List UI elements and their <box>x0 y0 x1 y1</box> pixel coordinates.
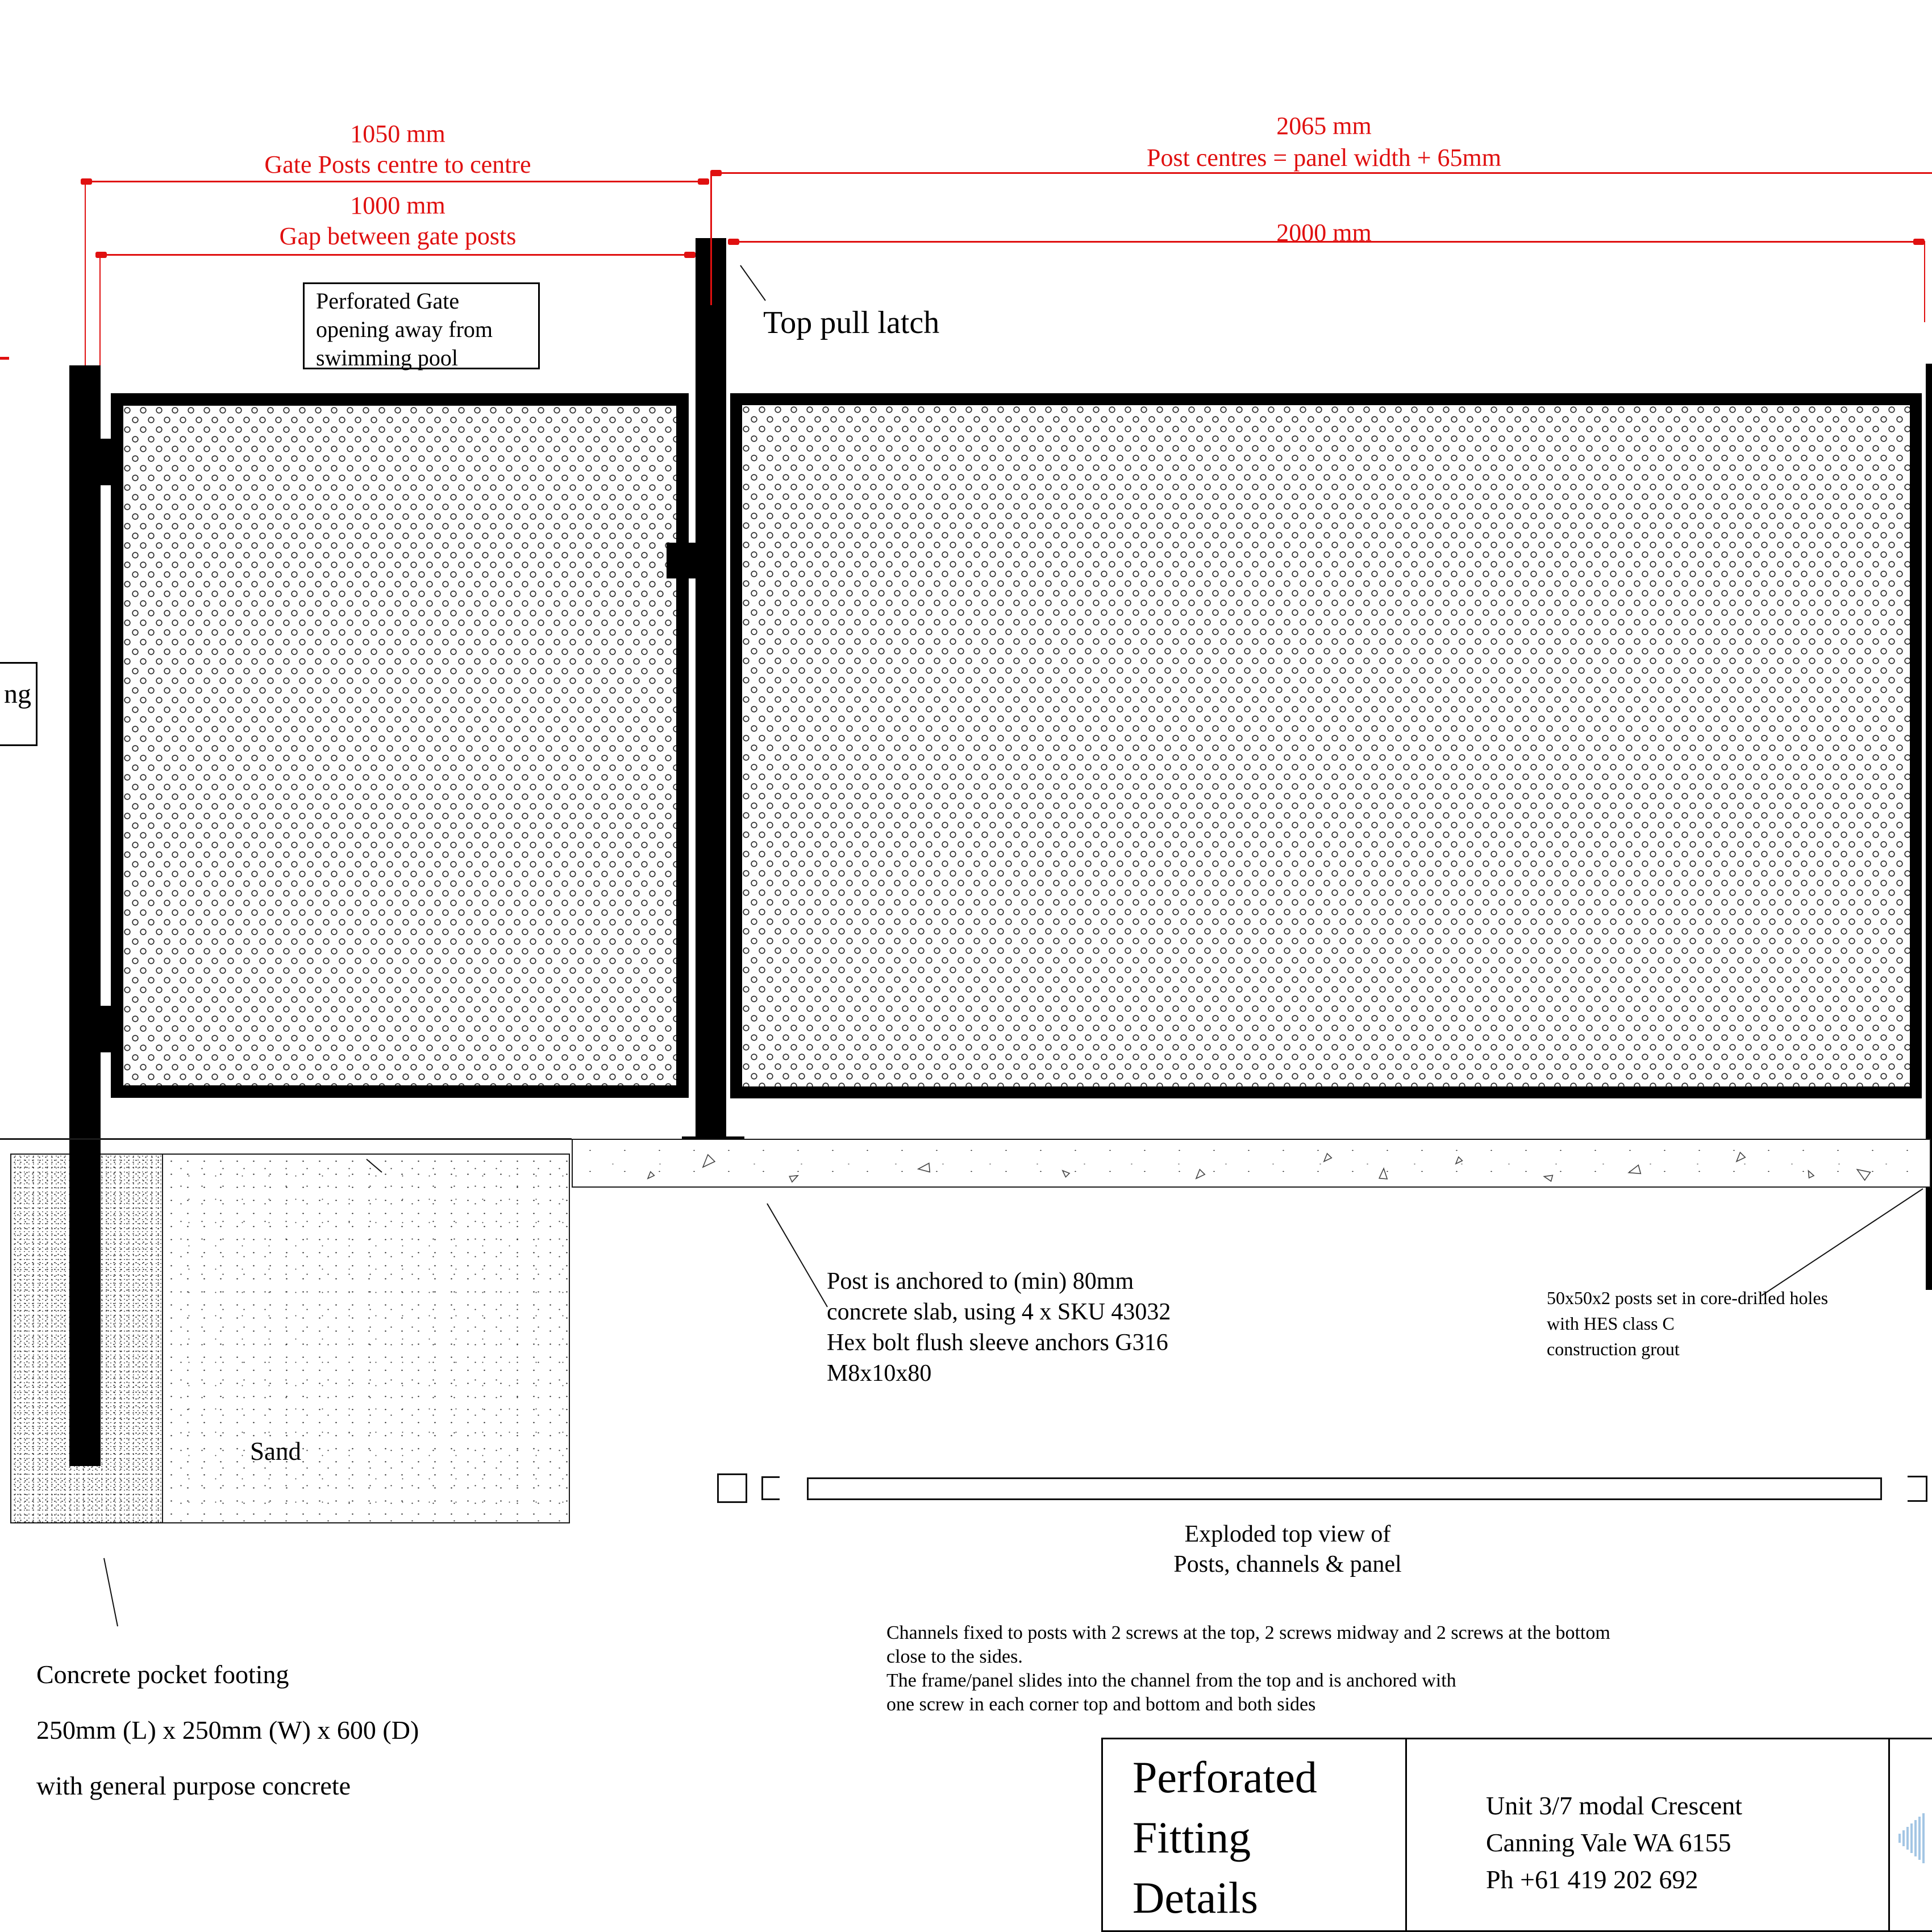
dim-line-1000 <box>100 254 696 256</box>
title-line1: Perforated <box>1132 1752 1317 1802</box>
address-line1: Unit 3/7 modal Crescent <box>1486 1791 1742 1820</box>
logo-fan-icon <box>1898 1812 1932 1864</box>
top-pull-latch-label: Top pull latch <box>763 305 940 340</box>
extension-line <box>85 181 86 365</box>
extension-line <box>1924 241 1925 322</box>
title-line2: Fitting <box>1132 1813 1251 1862</box>
dim-2065-value: 2065 mm <box>1276 112 1372 140</box>
dim-arrow <box>684 252 696 258</box>
cut-label-text: ng <box>4 679 31 709</box>
title-line3: Details <box>1132 1873 1258 1922</box>
core-drilled-line1: 50x50x2 posts set in core-drilled holes <box>1547 1288 1829 1308</box>
topview-panel-bar <box>807 1477 1882 1500</box>
company-address: Unit 3/7 modal Crescent Canning Vale WA … <box>1486 1787 1742 1898</box>
dim-1050-label: Gate Posts centre to centre <box>264 151 531 178</box>
post-anchor-line4: M8x10x80 <box>827 1360 932 1386</box>
dim-1000-value: 1000 mm <box>350 191 445 219</box>
dim-1050-value: 1050 mm <box>350 120 445 148</box>
footing-note-line1: Concrete pocket footing <box>36 1660 289 1689</box>
channels-note-line4: one screw in each corner top and bottom … <box>886 1694 1316 1715</box>
gate-perforated-panel <box>123 406 676 1085</box>
latch-post <box>696 238 726 1138</box>
address-line3: Ph +61 419 202 692 <box>1486 1865 1698 1894</box>
dim-arrow <box>1913 239 1925 245</box>
post-anchor-note: Post is anchored to (min) 80mm concrete … <box>827 1266 1171 1389</box>
dim-arrow <box>698 178 709 185</box>
channels-note-line2: close to the sides. <box>886 1646 1023 1667</box>
dim-line-2065 <box>712 172 1932 174</box>
dim-2000-value: 2000 mm <box>1276 219 1372 247</box>
address-line2: Canning Vale WA 6155 <box>1486 1828 1731 1857</box>
footing-note-line3: with general purpose concrete <box>36 1771 351 1800</box>
title-block-divider-2 <box>1888 1739 1890 1932</box>
right-end-post <box>1926 364 1932 1290</box>
sand-label: Sand <box>250 1437 301 1465</box>
latch-leader-line <box>740 265 766 301</box>
sand-area <box>163 1155 569 1522</box>
red-tick <box>0 357 9 360</box>
topview-channel-left <box>761 1476 780 1500</box>
post-anchor-line2: concrete slab, using 4 x SKU 43032 <box>827 1299 1171 1325</box>
concrete-slab <box>572 1139 1931 1188</box>
left-gate-post-embedded <box>69 1154 101 1466</box>
dim-arrow <box>95 252 107 258</box>
extension-line <box>710 172 712 305</box>
gate-frame <box>111 393 689 1098</box>
latch-block <box>667 543 699 578</box>
core-drilled-leader-line <box>1761 1188 1923 1296</box>
exploded-view-line1: Exploded top view of <box>1184 1521 1391 1547</box>
topview-post-square <box>717 1473 747 1503</box>
core-drilled-note: 50x50x2 posts set in core-drilled holes … <box>1547 1285 1828 1362</box>
anchor-leader-line <box>767 1203 828 1308</box>
footing-leader-line <box>103 1558 118 1627</box>
title-block: Perforated Fitting Details Unit 3/7 moda… <box>1101 1738 1932 1932</box>
drawing-title: Perforated Fitting Details <box>1132 1747 1317 1928</box>
dim-arrow <box>710 170 722 176</box>
topview-channel-right <box>1908 1476 1927 1502</box>
title-block-divider-1 <box>1405 1739 1407 1932</box>
dim-line-1050 <box>85 181 709 182</box>
cut-label-box: ng <box>0 662 38 746</box>
post-anchor-line3: Hex bolt flush sleeve anchors G316 <box>827 1330 1168 1356</box>
core-drilled-line3: construction grout <box>1547 1339 1680 1359</box>
channels-note-line3: The frame/panel slides into the channel … <box>886 1670 1456 1691</box>
dim-line-2000 <box>730 241 1925 243</box>
ground-line <box>0 1138 572 1140</box>
dim-2065-label: Post centres = panel width + 65mm <box>1147 144 1501 172</box>
extension-line <box>99 254 101 365</box>
post-anchor-line1: Post is anchored to (min) 80mm <box>827 1268 1134 1294</box>
dim-arrow <box>81 178 92 185</box>
channels-note-line1: Channels fixed to posts with 2 screws at… <box>886 1622 1610 1643</box>
exploded-view-line2: Posts, channels & panel <box>1173 1551 1402 1577</box>
fence-frame <box>730 393 1922 1098</box>
gate-note-line3: swimming pool <box>316 345 459 370</box>
gate-note-line2: opening away from <box>316 317 493 342</box>
dim-arrow <box>728 239 739 245</box>
gate-note-box: Perforated Gate opening away from swimmi… <box>303 282 540 370</box>
footing-note: Concrete pocket footing 250mm (L) x 250m… <box>36 1647 419 1814</box>
channels-note: Channels fixed to posts with 2 screws at… <box>886 1621 1610 1717</box>
footing-note-line2: 250mm (L) x 250mm (W) x 600 (D) <box>36 1716 419 1744</box>
fence-perforated-panel <box>742 405 1910 1086</box>
core-drilled-line2: with HES class C <box>1547 1313 1675 1334</box>
dim-1000-label: Gap between gate posts <box>279 222 517 250</box>
gate-note-line1: Perforated Gate <box>316 288 460 314</box>
